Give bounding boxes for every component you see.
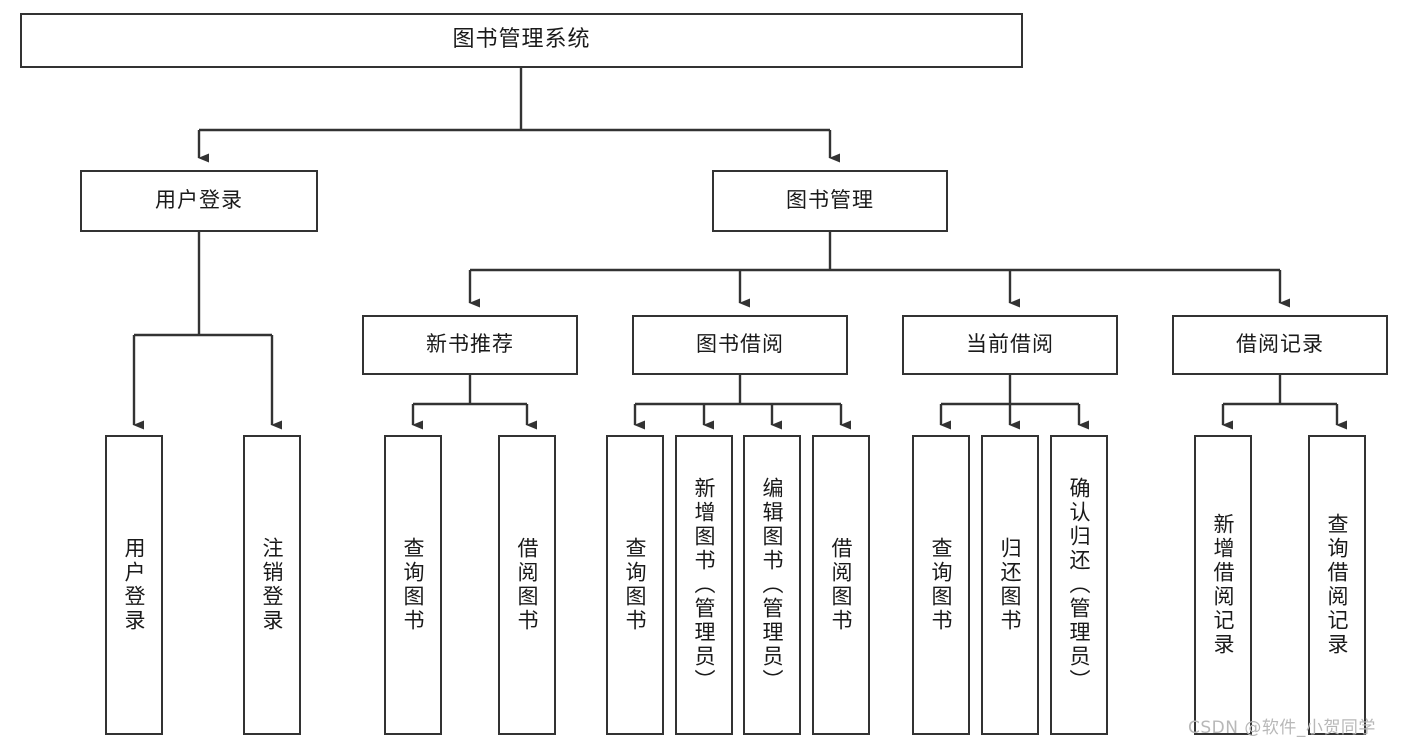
node-root-system[interactable]: 图书管理系统 (20, 13, 1023, 68)
node-label: 当前借阅 (966, 332, 1054, 357)
node-label: 新增图书（管理员） (692, 477, 717, 693)
node-label: 查询借阅记录 (1325, 513, 1350, 657)
node-label: 新增借阅记录 (1211, 513, 1236, 657)
node-new-book-recommend[interactable]: 新书推荐 (362, 315, 578, 375)
node-current-borrow[interactable]: 当前借阅 (902, 315, 1118, 375)
node-label: 图书借阅 (696, 332, 784, 357)
leaf-add-book[interactable]: 新增图书（管理员） (675, 435, 733, 735)
node-label: 编辑图书（管理员） (760, 477, 785, 693)
leaf-return-book[interactable]: 归还图书 (981, 435, 1039, 735)
leaf-query-borrow-record[interactable]: 查询借阅记录 (1308, 435, 1366, 735)
node-label: 确认归还（管理员） (1067, 477, 1092, 693)
node-label: 查询图书 (929, 537, 954, 633)
watermark-text: CSDN @软件_小贺同学 (1188, 718, 1376, 738)
node-label: 归还图书 (998, 537, 1023, 633)
node-label: 借阅图书 (829, 537, 854, 633)
node-label: 图书管理系统 (452, 27, 591, 53)
node-book-borrow[interactable]: 图书借阅 (632, 315, 848, 375)
node-label: 图书管理 (786, 188, 874, 213)
leaf-query-book-borrow[interactable]: 查询图书 (606, 435, 664, 735)
leaf-query-book-new[interactable]: 查询图书 (384, 435, 442, 735)
node-label: 借阅记录 (1236, 332, 1324, 357)
node-borrow-record[interactable]: 借阅记录 (1172, 315, 1388, 375)
node-label: 查询图书 (623, 537, 648, 633)
node-book-management[interactable]: 图书管理 (712, 170, 948, 232)
leaf-logout-login[interactable]: 注销登录 (243, 435, 301, 735)
leaf-user-login[interactable]: 用户登录 (105, 435, 163, 735)
node-label: 新书推荐 (426, 332, 514, 357)
node-label: 注销登录 (260, 537, 285, 633)
leaf-borrow-book-new[interactable]: 借阅图书 (498, 435, 556, 735)
node-label: 借阅图书 (515, 537, 540, 633)
leaf-add-borrow-record[interactable]: 新增借阅记录 (1194, 435, 1252, 735)
node-label: 用户登录 (155, 188, 243, 213)
node-user-login[interactable]: 用户登录 (80, 170, 318, 232)
leaf-borrow-book[interactable]: 借阅图书 (812, 435, 870, 735)
leaf-edit-book[interactable]: 编辑图书（管理员） (743, 435, 801, 735)
node-label: 查询图书 (401, 537, 426, 633)
node-label: 用户登录 (122, 537, 147, 633)
leaf-confirm-return[interactable]: 确认归还（管理员） (1050, 435, 1108, 735)
leaf-query-book-current[interactable]: 查询图书 (912, 435, 970, 735)
